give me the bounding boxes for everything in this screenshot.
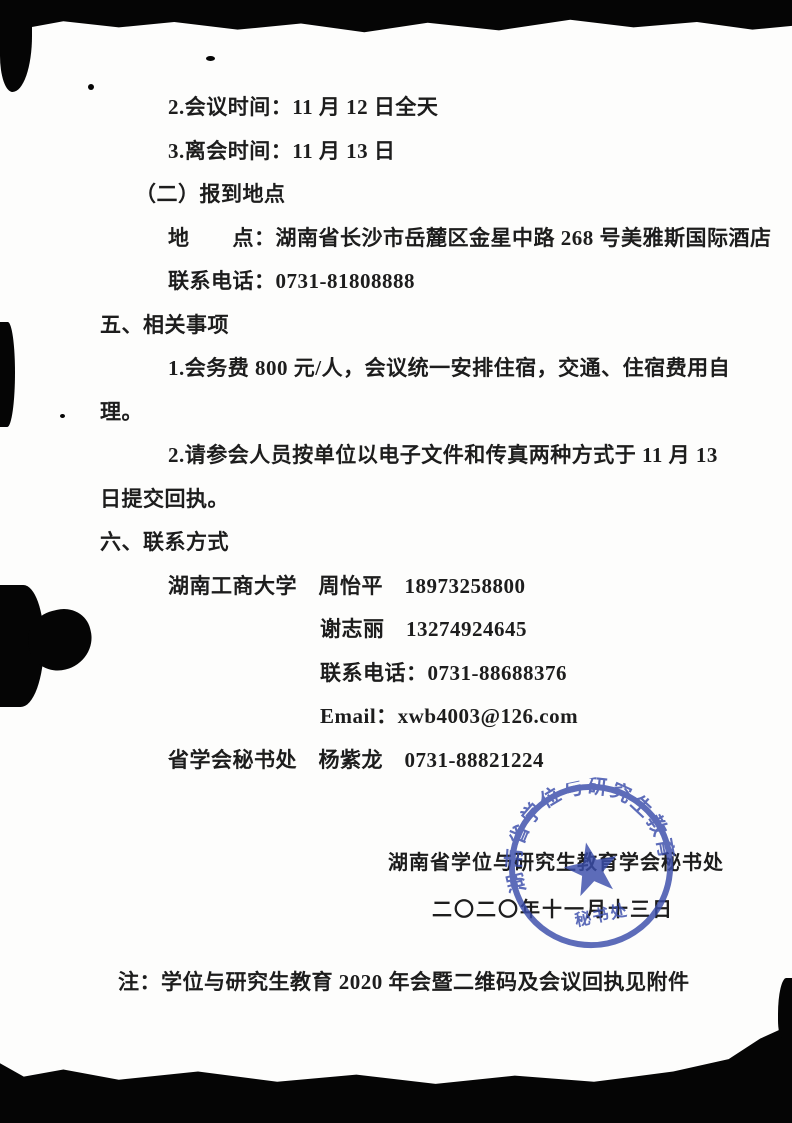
body-line-reply-wrap: 日提交回执。 [100, 486, 229, 511]
body-line-reply: 2.请参会人员按单位以电子文件和传真两种方式于 11 月 13 [168, 443, 718, 467]
signature-block: 湖南省学位与研究生教育学会秘书处 二〇二〇年十一月十三日 [388, 846, 724, 922]
section-heading-matters: 五、相关事项 [100, 312, 229, 337]
signature-date: 二〇二〇年十一月十三日 [432, 899, 674, 921]
signature-org: 湖南省学位与研究生教育学会秘书处 [388, 852, 724, 874]
body-line-fee-wrap: 理。 [100, 399, 143, 424]
body-line-location: 地 点：湖南省长沙市岳麓区金星中路 268 号美雅斯国际酒店 [168, 225, 772, 250]
document-body: 2.会议时间：11 月 12 日全天 3.离会时间：11 月 13 日 （二）报… [100, 86, 772, 782]
contact-line-email: Email：xwb4003@126.com [320, 704, 579, 728]
body-line-checkin-heading: （二）报到地点 [135, 182, 286, 206]
body-line-meeting-time: 2.会议时间：11 月 12 日全天 [168, 95, 439, 119]
contact-line-phone: 联系电话：0731-88688376 [320, 660, 567, 685]
body-line-fee: 1.会务费 800 元/人，会议统一安排住宿，交通、住宿费用自 [168, 356, 731, 380]
scan-artifact-right-edge [778, 978, 792, 1038]
body-line-departure-time: 3.离会时间：11 月 13 日 [168, 138, 396, 163]
contact-line-person2: 谢志丽 13274924645 [320, 617, 527, 641]
contact-line-secretariat: 省学会秘书处 杨紫龙 0731-88821224 [168, 747, 544, 772]
scan-artifact-top-left [0, 0, 32, 92]
scan-artifact-speck [206, 56, 215, 61]
scan-artifact-top-edge [0, 0, 792, 33]
attachment-note: 注：学位与研究生教育 2020 年会暨二维码及会议回执见附件 [118, 970, 690, 994]
section-heading-contact: 六、联系方式 [100, 530, 229, 554]
contact-line-university: 湖南工商大学 周怡平 18973258800 [168, 573, 526, 598]
scan-artifact-bottom-edge [0, 1024, 792, 1123]
scan-artifact-left-mid [0, 322, 15, 427]
scan-artifact-speck [88, 84, 94, 90]
scan-artifact-speck [60, 414, 65, 418]
body-line-hotel-phone: 联系电话：0731-81808888 [168, 269, 415, 293]
